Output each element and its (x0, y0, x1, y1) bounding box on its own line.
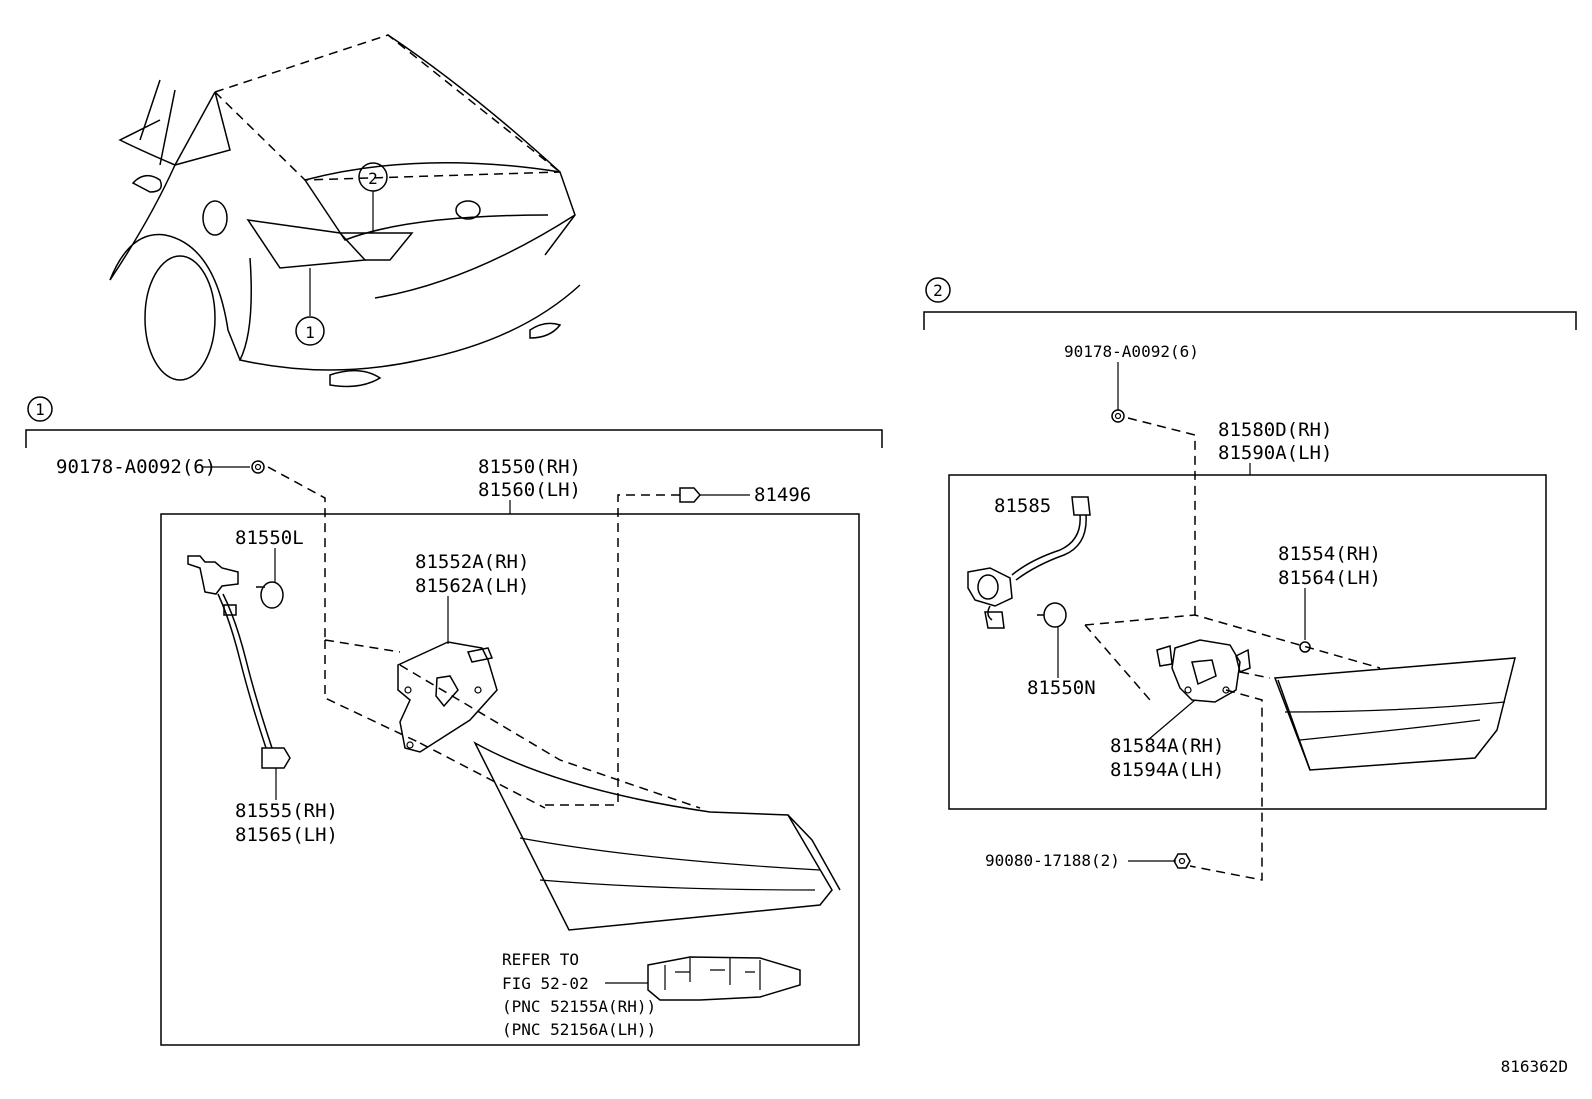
group-1-refer-line-4: (PNC 52156A(LH)) (502, 1020, 656, 1039)
group-1-bolt-label: 90178-A0092(6) (56, 456, 216, 478)
socket-wire-icon (187, 555, 291, 800)
group-1-rear-combination-lamp: 1 90178-A0092(6) 81550(RH) 81560(LH) 814… (25, 396, 883, 1046)
group-2-bulb-label: 81550N (1027, 677, 1096, 699)
group-2-wire-label: 81585 (994, 495, 1051, 517)
group-2-back-door-lamp: 2 90178-A0092(6) 81580D(RH) 81590A(LH) 8… (923, 277, 1577, 881)
bolt-icon (251, 460, 265, 474)
group-2-cover-lh: 81594A(LH) (1110, 759, 1224, 781)
bolt-icon (1111, 409, 1125, 423)
car-callout-1: 1 (305, 323, 315, 342)
group-2-lamp-assy-rh: 81580D(RH) (1218, 419, 1332, 441)
group-2-bolt-label: 90178-A0092(6) (1064, 342, 1199, 361)
group-1-socket-wire-lh: 81565(LH) (235, 824, 338, 846)
group-2-cover-rh: 81584A(RH) (1110, 735, 1224, 757)
screw-icon (1299, 641, 1311, 653)
group-2-nut-label: 90080-17188(2) (985, 851, 1120, 870)
group-2-lamp-assy-lh: 81590A(LH) (1218, 442, 1332, 464)
nut-icon (1173, 853, 1191, 869)
group-1-refer-line-1: REFER TO (502, 950, 579, 969)
group-1-socket-cover-rh: 81552A(RH) (415, 551, 529, 573)
group-1-callout: 1 (35, 400, 45, 419)
group-1-socket-wire-rh: 81555(RH) (235, 800, 338, 822)
bulb-icon (1037, 602, 1067, 628)
group-1-bulb-label: 81550L (235, 527, 304, 549)
back-door-lamp-lens-icon (1273, 657, 1516, 771)
group-1-lamp-assy-rh: 81550(RH) (478, 456, 581, 478)
bracket-icon (647, 956, 801, 1001)
car-callout-2: 2 (368, 169, 378, 188)
socket-wire-icon (967, 496, 1091, 629)
group-2-screw-lh: 81564(LH) (1278, 567, 1381, 589)
socket-cover-icon (1156, 639, 1251, 703)
group-2-callout: 2 (933, 281, 943, 300)
group-1-clip-label: 81496 (754, 484, 811, 506)
group-1-lamp-assy-lh: 81560(LH) (478, 479, 581, 501)
group-2-screw-rh: 81554(RH) (1278, 543, 1381, 565)
group-1-socket-cover-lh: 81562A(LH) (415, 575, 529, 597)
group-1-refer-line-3: (PNC 52155A(RH)) (502, 997, 656, 1016)
bulb-icon (256, 581, 284, 609)
group-1-refer-line-2: FIG 52-02 (502, 974, 589, 993)
figure-code: 816362D (1501, 1057, 1568, 1076)
car-rear-view: 1 2 (109, 34, 581, 388)
clip-icon (679, 487, 701, 503)
socket-cover-icon (397, 641, 498, 753)
tail-lamp-lens-icon (473, 741, 841, 931)
